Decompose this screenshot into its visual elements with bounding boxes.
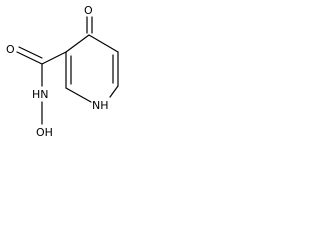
bond-n1-c2 — [65, 87, 92, 103]
bond-c-carbonyl-o — [16, 51, 43, 65]
bond-c3-c4 — [65, 34, 90, 53]
bond-c6-n1 — [109, 85, 119, 98]
pyridinone-ring — [65, 34, 119, 103]
bond-c4-c5 — [88, 34, 119, 53]
ketone-group — [86, 16, 93, 34]
atom-label-nitrogen-amide: HN — [32, 88, 49, 101]
bond-c3-c-carbonyl — [41, 51, 67, 65]
bond-c-carbonyl-o-double — [18, 46, 43, 59]
hydroxamic-acid-group — [16, 46, 67, 125]
atom-label-oxygen-ketone: O — [84, 4, 93, 17]
atom-label-nitrogen-ring: NH — [92, 99, 109, 112]
atom-label-oxygen-amide: O — [6, 43, 15, 56]
atom-label-oxygen-hydroxyl: OH — [36, 126, 53, 139]
molecule-diagram: O O HN OH NH — [6, 4, 119, 139]
